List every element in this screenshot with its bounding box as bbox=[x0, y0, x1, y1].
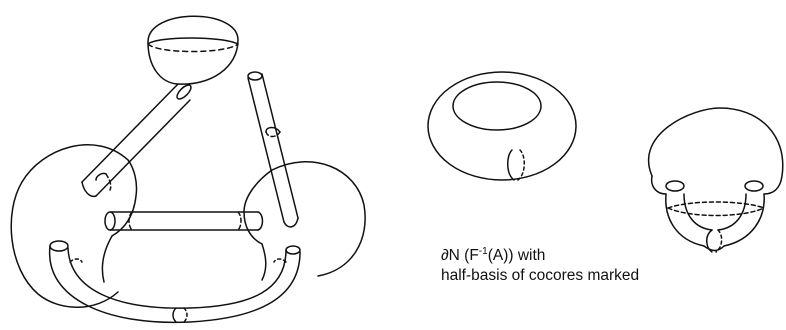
lower-left-lobe bbox=[10, 144, 129, 308]
torus-cocore-front bbox=[507, 149, 515, 181]
caption-superscript: -1 bbox=[478, 246, 488, 257]
handle-horizontal bbox=[104, 211, 264, 231]
caption-prefix: ∂N (F bbox=[441, 247, 479, 264]
torus-cocore-back bbox=[517, 149, 525, 181]
left-handlebody-diagram bbox=[10, 15, 366, 324]
handle-diagonal-left bbox=[81, 83, 192, 198]
torus-diagram bbox=[427, 71, 577, 181]
caption: ∂N (F-1(A)) with half-basis of cocores m… bbox=[441, 246, 639, 286]
lower-right-lobe bbox=[271, 161, 366, 277]
lobe-join-left bbox=[101, 235, 113, 283]
handle-lower-arc bbox=[48, 240, 301, 324]
caption-line-2: half-basis of cocores marked bbox=[441, 267, 640, 284]
lobe-join-right bbox=[261, 243, 267, 281]
top-sphere bbox=[147, 15, 239, 85]
handle-vertical-right bbox=[247, 71, 299, 228]
genus-surface-diagram bbox=[648, 107, 784, 253]
lower-left-lobe-inner bbox=[111, 159, 138, 237]
caption-line-1: ∂N (F-1(A)) with bbox=[441, 246, 639, 266]
lower-right-lobe-inner bbox=[243, 169, 273, 245]
caption-suffix: (A)) with bbox=[487, 247, 546, 264]
